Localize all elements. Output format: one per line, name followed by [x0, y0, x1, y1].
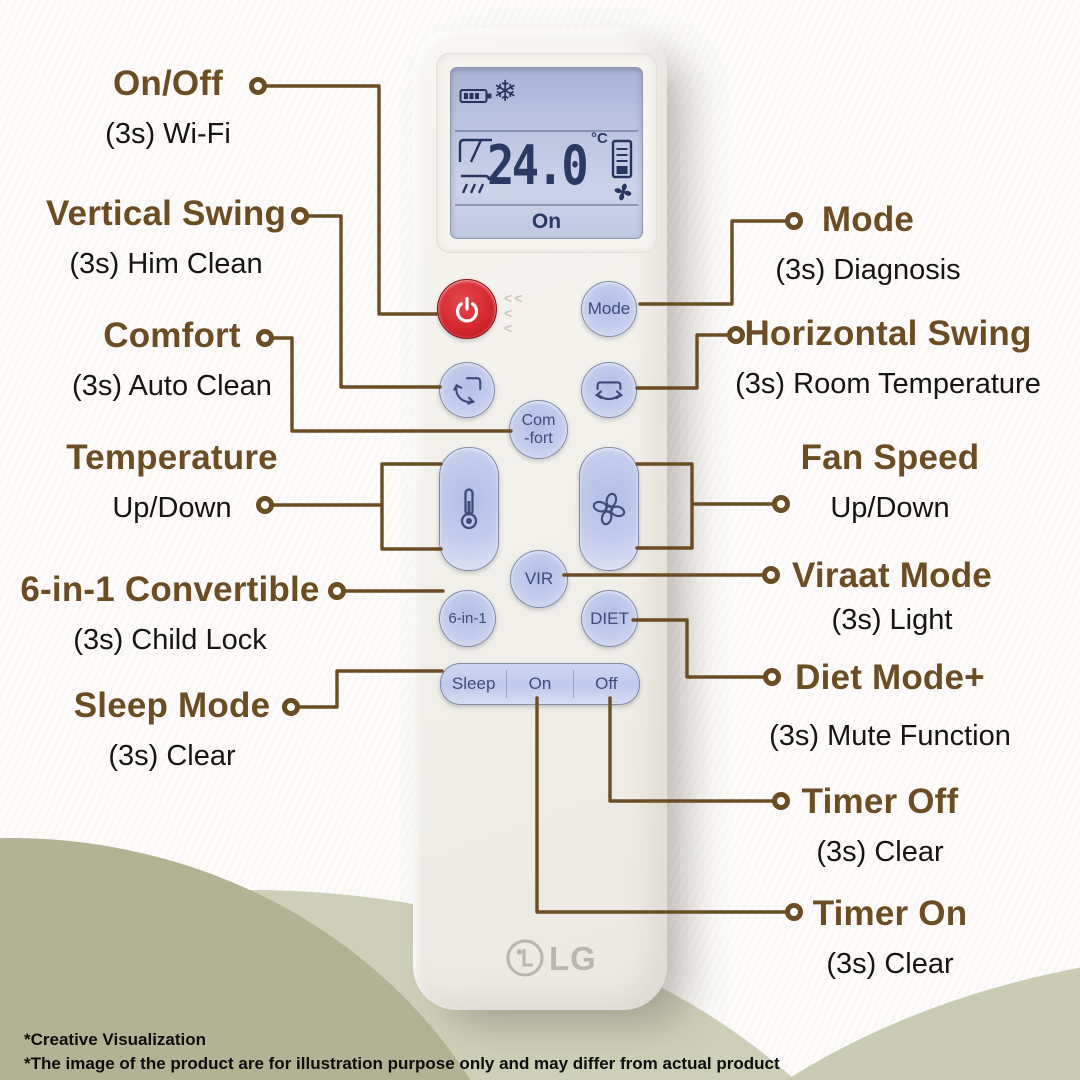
power-button[interactable]: [437, 279, 497, 339]
callout-sub: (3s) Clear: [816, 836, 944, 868]
battery-icon: [459, 89, 492, 103]
footer-disclaimer: *Creative Visualization *The image of th…: [24, 1028, 780, 1076]
segment-divider: [506, 670, 508, 698]
comfort-button[interactable]: Com -fort: [509, 400, 568, 459]
thermometer-icon: [460, 488, 478, 530]
footer-line-2: *The image of the product are for illust…: [24, 1054, 780, 1073]
vir-button-label: VIR: [524, 569, 554, 588]
mode-button[interactable]: Mode: [581, 281, 637, 337]
callout-viraat-mode: Viraat Mode (3s) Light: [702, 556, 1080, 637]
ac-unit-icon: [458, 138, 492, 194]
callout-sub: (3s) Wi-Fi: [105, 118, 231, 150]
comfort-button-label-line1: Com: [521, 411, 556, 429]
callout-title: Timer Off: [801, 782, 959, 821]
callout-timer-off: Timer Off (3s) Clear: [690, 782, 1070, 869]
callout-sub: (3s) Clear: [826, 948, 954, 980]
callout-sub: (3s) Clear: [108, 740, 236, 772]
comfort-button-label-line2: -fort: [524, 429, 553, 447]
callout-sub: (3s) Diagnosis: [775, 254, 961, 286]
horizontal-swing-button[interactable]: [581, 362, 637, 418]
callout-sub: (3s) Light: [831, 604, 953, 636]
callout-six-in-one: 6-in-1 Convertible (3s) Child Lock: [5, 570, 335, 657]
callout-sleep-mode: Sleep Mode (3s) Clear: [7, 686, 337, 773]
mode-button-label: Mode: [587, 299, 631, 318]
callout-sub: (3s) Mute Function: [769, 720, 1011, 752]
power-status-text: On: [531, 210, 562, 233]
callout-on-off: On/Off (3s) Wi-Fi: [3, 64, 333, 151]
callout-title: Timer On: [812, 894, 968, 933]
fan-speed-up-down-button[interactable]: [579, 447, 639, 571]
callout-sub: Up/Down: [112, 492, 232, 524]
lcd-display: ❄ 24.0 °C: [450, 67, 643, 239]
footer-line-1: *Creative Visualization: [24, 1030, 207, 1049]
callout-title: Comfort: [103, 316, 241, 355]
diet-button-label: DIET: [590, 608, 629, 628]
callout-sub: (3s) Him Clean: [69, 248, 263, 280]
vertical-swing-button[interactable]: [439, 362, 495, 418]
callout-title: Mode: [821, 200, 915, 239]
callout-sub: (3s) Room Temperature: [735, 368, 1041, 400]
lcd-divider: [455, 204, 638, 206]
fan-icon: [592, 492, 626, 526]
callout-title: 6-in-1 Convertible: [20, 570, 320, 609]
fan-level-indicator: [611, 139, 633, 179]
timer-on-button[interactable]: On: [528, 674, 552, 693]
segment-divider: [572, 670, 574, 698]
callout-sub: (3s) Child Lock: [73, 624, 267, 656]
lg-logo: LG: [506, 939, 597, 977]
snowflake-icon: ❄: [493, 76, 518, 108]
diet-mode-button[interactable]: DIET: [581, 590, 638, 647]
callout-comfort: Comfort (3s) Auto Clean: [7, 316, 337, 403]
callout-fan-speed: Fan Speed Up/Down: [700, 438, 1080, 525]
callout-title: Temperature: [66, 438, 278, 477]
callout-title: Sleep Mode: [73, 686, 271, 725]
sleep-button[interactable]: Sleep: [451, 674, 496, 693]
callout-horizontal-swing: Horizontal Swing (3s) Room Temperature: [698, 314, 1078, 401]
temperature-readout: 24.0: [487, 134, 589, 197]
six-in-one-button-label: 6-in-1: [448, 609, 487, 627]
callout-timer-on: Timer On (3s) Clear: [700, 894, 1080, 981]
timer-off-button[interactable]: Off: [595, 674, 618, 693]
callout-title: On/Off: [112, 64, 224, 103]
callout-title: Diet Mode+: [795, 658, 985, 697]
lcd-bezel: ❄ 24.0 °C: [436, 53, 657, 253]
viraat-mode-button[interactable]: VIR: [510, 550, 568, 608]
callout-mode: Mode (3s) Diagnosis: [678, 200, 1058, 287]
six-in-one-button[interactable]: 6-in-1: [439, 590, 496, 647]
callout-title: Vertical Swing: [45, 194, 287, 233]
lg-logo-text: LG: [549, 940, 597, 977]
callout-sub: Up/Down: [830, 492, 950, 524]
callout-title: Viraat Mode: [792, 556, 992, 595]
temperature-unit: °C: [591, 130, 608, 147]
callout-diet-mode: Diet Mode+ (3s) Mute Function: [700, 658, 1080, 753]
sleep-timer-row: Sleep On Off: [440, 663, 640, 705]
vertical-swing-icon: [453, 377, 482, 405]
callout-sub: (3s) Auto Clean: [72, 370, 272, 402]
temperature-up-down-button[interactable]: [439, 447, 499, 571]
fan-icon: [614, 183, 632, 201]
callout-title: Horizontal Swing: [744, 314, 1032, 353]
callout-vertical-swing: Vertical Swing (3s) Him Clean: [1, 194, 331, 281]
callout-temperature: Temperature Up/Down: [7, 438, 337, 525]
callout-title: Fan Speed: [800, 438, 980, 477]
power-icon: [455, 296, 479, 323]
ir-indicator-marks: <<<<: [504, 290, 525, 336]
lcd-divider: [455, 130, 638, 132]
horizontal-swing-icon: [594, 381, 624, 401]
